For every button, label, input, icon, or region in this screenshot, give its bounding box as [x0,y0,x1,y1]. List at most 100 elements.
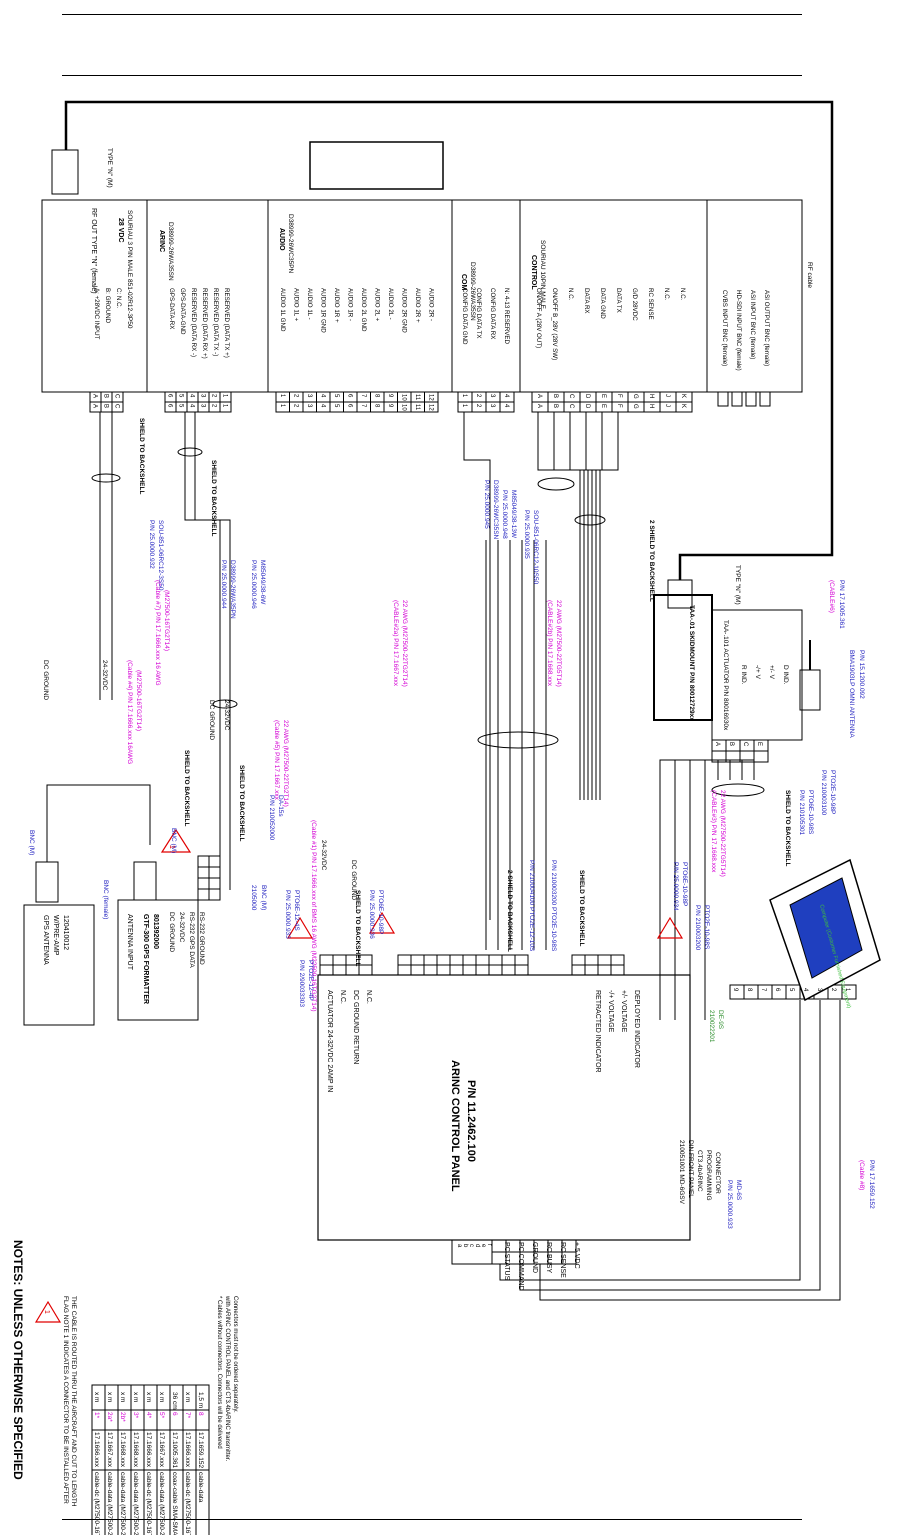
panel-mid-connector-cell [397,964,412,976]
de9-pin: 5 [788,988,794,992]
md6-letter: c [468,1244,474,1247]
actuator-pin-label: +/- V [768,665,775,680]
control-pin-label: DATA RX [583,288,590,314]
md6-letter: e [480,1244,486,1248]
control-strip-pin: D [584,404,590,409]
dc-pin-label: B: GROUND [104,288,111,324]
pn-933: P/N 25.0000.933 [284,890,291,939]
cable7-label: (Cable #7) P/N 17.1666.xxx 16 AWG [154,580,161,686]
cable4-label: (Cable #4) P/N 17.1666.xxx 16AWG [126,660,133,764]
gps-antenna-pn: 120410012 [62,915,69,950]
panel-left-connector-cell [319,954,334,966]
formatter-pin-cell [197,866,210,879]
formatter-shield-label: SHIELD TO BACKSHELL [183,750,190,826]
cable-table-id: 4* [145,1412,152,1419]
cable-table-pn: 17.1666.xxx [184,1432,191,1468]
audio-strip-pin: 2 [292,404,298,408]
dc-power-label: 24-32VDC [101,660,108,691]
control-strip-pin: G [632,394,638,399]
cable-table-cell [195,1469,210,1535]
actuator-pin: A [714,742,720,746]
control-shield [537,477,575,491]
type-n-top-label: TYPE "N" (M) [106,148,113,188]
de9-pin: 7 [760,988,766,992]
cable-table-id: 6 [171,1412,178,1416]
formatter-pin-label: RS-232 GROUND [198,912,205,965]
com-strip-pin: 3 [489,394,495,398]
com-strip-pin: 3 [489,404,495,408]
actuator-pin: E [756,742,762,746]
notes-flag-number: 1 [43,1310,50,1314]
md6-connector [451,1239,493,1265]
rf-out-label: RF OUT TYPE "N" (female) [90,208,97,294]
cable-table-len: x m [106,1392,113,1402]
formatter-pin-cell [208,888,221,901]
actuator-pin: C [742,742,748,747]
cable-table-pn: 17.1005.361 [171,1432,178,1469]
audio-strip-pin: 10 [400,394,406,401]
control-strip-pin: E [600,394,606,398]
formatter-dc-ground: DC GROUND [208,700,215,740]
control-pin-label: ON/OFF B_28V (28V SW) [551,288,558,360]
control-strip-pin: A [536,404,542,408]
audio-pin-label: AUDIO 2R GND [401,288,408,333]
com-wire [463,412,491,920]
cable3-shield [711,783,765,797]
audio-strip-pin: 5 [333,394,339,398]
notes-footnote: Connectors must not be ordered separatel… [232,1296,238,1413]
da15-shield-label: SHIELD TO BACKSHELL [238,765,245,841]
cable-table-desc: cable-data (M27500-22TG5T14) [119,1472,126,1535]
din-panel-5: CONNECTOR [714,1152,721,1194]
cable6-pn: P/N 17.1005.361 [838,580,845,629]
dc-group-connector: SOURIAU 3 PIN MALE 851-02R12-3P50 [126,210,133,329]
control-strip-pin: H [648,404,654,408]
din-panel-4: PROGRAMMING [705,1150,712,1201]
gps-coax [46,784,151,862]
audio-strip-pin: 3 [306,394,312,398]
de9-pn: 210022201 [708,1010,715,1043]
dc-pin-label: C: N.C. [115,288,122,309]
md6-letter: f [486,1244,492,1246]
cable-table-pn: 17.1667.xxx [158,1432,165,1468]
cable-table-cell [195,1384,210,1411]
cable-table-desc: cable-dc (M27500-16TG2T14) [184,1472,191,1535]
com-pin-label: CONFIG DATA RX [489,288,496,339]
actuator-pin: B [728,742,734,746]
arinc-pin-label: RESERVED (DATA RX -) [190,288,197,357]
control-strip-pin: C [568,404,574,409]
formatter-pin-cell [197,877,210,890]
audio-group-connector: D38999-26WC35PN [287,214,294,274]
conn-2100032b: PTO2E-10-98S [703,905,710,950]
control-pin-label: ON/OFF A (28V OUT) [535,288,542,348]
control-strip-pin: J [664,394,670,397]
rf-cable-label: RF cable [806,262,813,288]
arinc-strip-cell [219,401,232,413]
audio-strip-pin: 7 [360,404,366,408]
panel-left-connector-cell [345,964,360,976]
arinc-strip-pin: 3 [200,404,206,408]
dc-strip-pin: C [114,404,120,409]
conn-944: D38999-26WA35PN [229,560,236,619]
com-strip-pin: 2 [475,404,481,408]
skidmount-box [653,594,713,721]
audio-group-title: AUDIO [278,228,285,251]
control-panel-pn: P/N 11.2462.100 [465,1080,477,1162]
actuator-title: TAA-.101 ACTUATOR P/N 80016930x [722,620,729,731]
cable5-label: (Cable #5) P/N 17.1667.xxx [273,720,280,801]
formatter-bnc-m: BNC (M) [170,828,177,853]
cable-table-id: 1* [93,1412,100,1419]
skidmount-label: TAA-.01 SKIDMOUNT P/N 80012729xx [688,605,695,721]
cable6-label: (CABLE#6) [828,580,835,613]
control-strip-pin: F [616,404,622,408]
audio-pin-label: AUDIO 1L + [293,288,300,322]
panel-bottom-pin-label: RC BUSY [545,1242,552,1273]
dc-strip-pin: B [103,404,109,408]
cable3-wire [659,759,719,1020]
omni-antenna-pn: P/N 15.1200.092 [858,650,865,699]
pn-934: P/N 25.0000.934 [672,862,679,911]
de9-pin-cell [841,984,857,1000]
bnc-m2: BNC (M) [260,885,267,910]
control-strip-pin: A [536,394,542,398]
com-strip-pin: 2 [475,394,481,398]
audio-pin-label: AUDIO 2R - [428,288,435,321]
